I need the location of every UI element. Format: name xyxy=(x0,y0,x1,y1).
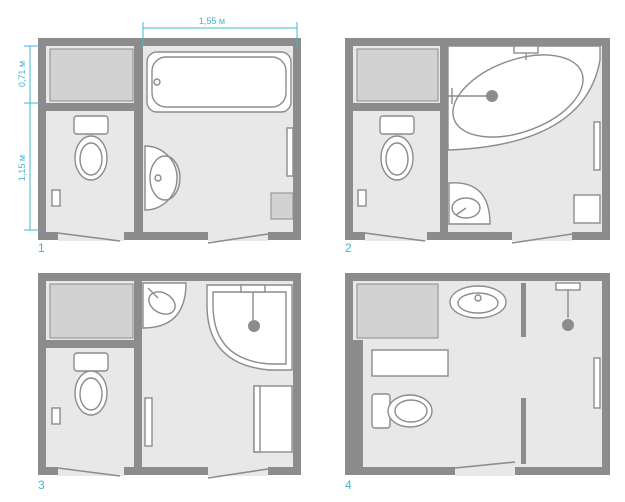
plan-3-door-a xyxy=(57,467,121,477)
height-top-label: 0,71 м xyxy=(17,61,27,87)
plan-1-door-a xyxy=(57,232,121,242)
plan-1-bathtub xyxy=(146,51,292,113)
plan-4: 4 xyxy=(345,273,610,492)
plan-3-number: 3 xyxy=(38,478,45,492)
plan-2-cabinet xyxy=(356,48,439,102)
plan-3-door-opening-b xyxy=(208,464,268,476)
plan-1-door-b xyxy=(207,233,269,244)
plan-2-door-opening-a xyxy=(365,229,427,241)
plan-2-heater xyxy=(357,189,367,207)
width-label: 1,55 м xyxy=(199,16,225,26)
plan-1-number: 1 xyxy=(38,241,45,255)
plan-2-corner-sink xyxy=(448,182,491,225)
plan-1-partition xyxy=(134,46,143,232)
plan-3-heater xyxy=(51,407,61,425)
plan-3: 3 xyxy=(38,273,301,492)
plan-2-shelf xyxy=(353,103,440,111)
plan-4-sink xyxy=(449,285,507,319)
plan-1-heater xyxy=(51,189,61,207)
plan-2-washing-machine xyxy=(573,194,601,224)
plan-1-cabinet xyxy=(49,48,134,102)
height-bottom-label: 1,15 м xyxy=(17,155,27,181)
plan-3-cabinet xyxy=(49,283,134,339)
plan-3-towel-rail xyxy=(144,397,153,447)
plan-4-side-wall xyxy=(353,340,363,467)
plan-3-door-opening-a xyxy=(58,464,124,476)
plan-1-shelf xyxy=(46,103,134,111)
plan-4-toilet xyxy=(371,393,433,429)
plan-4-number: 4 xyxy=(345,478,352,492)
plan-1-door-opening-b xyxy=(208,229,268,241)
plan-2-door-b xyxy=(511,233,573,244)
plan-1-toilet xyxy=(73,115,109,181)
plan-3-washing-machine xyxy=(253,385,293,453)
plan-1-towel-rail xyxy=(286,127,294,177)
plan-1-washing-machine xyxy=(270,192,294,220)
plan-2: 2 xyxy=(345,38,610,255)
plan-4-shower xyxy=(555,282,581,331)
plan-4-cabinet xyxy=(356,283,439,339)
plan-3-shelf xyxy=(46,340,134,348)
plan-3-toilet xyxy=(73,352,109,416)
plan-1: 1,55 м 0,71 м 1,15 м 1 xyxy=(17,16,301,255)
plan-1-sink xyxy=(144,145,181,211)
plan-3-partition xyxy=(134,281,142,467)
plan-2-door-a xyxy=(364,232,426,242)
plan-3-door-b xyxy=(207,468,269,479)
plan-4-towel-rail xyxy=(593,357,601,409)
plan-2-toilet xyxy=(379,115,415,181)
plan-1-door-opening-a xyxy=(58,229,124,241)
plan-3-corner-sink xyxy=(142,282,187,329)
plan-3-corner-shower xyxy=(206,284,293,371)
plan-4-glass-partition-top xyxy=(521,283,526,337)
plan-4-glass-partition-bottom xyxy=(521,398,526,464)
plan-4-counter xyxy=(371,349,449,377)
plan-2-towel-rail xyxy=(593,121,601,171)
plan-2-partition xyxy=(440,46,448,232)
plan-2-door-opening-b xyxy=(512,229,572,241)
plan-2-corner-bathtub xyxy=(447,45,601,151)
plan-4-door xyxy=(454,461,516,469)
plan-2-number: 2 xyxy=(345,241,352,255)
plan-1-dimensions xyxy=(24,22,298,231)
